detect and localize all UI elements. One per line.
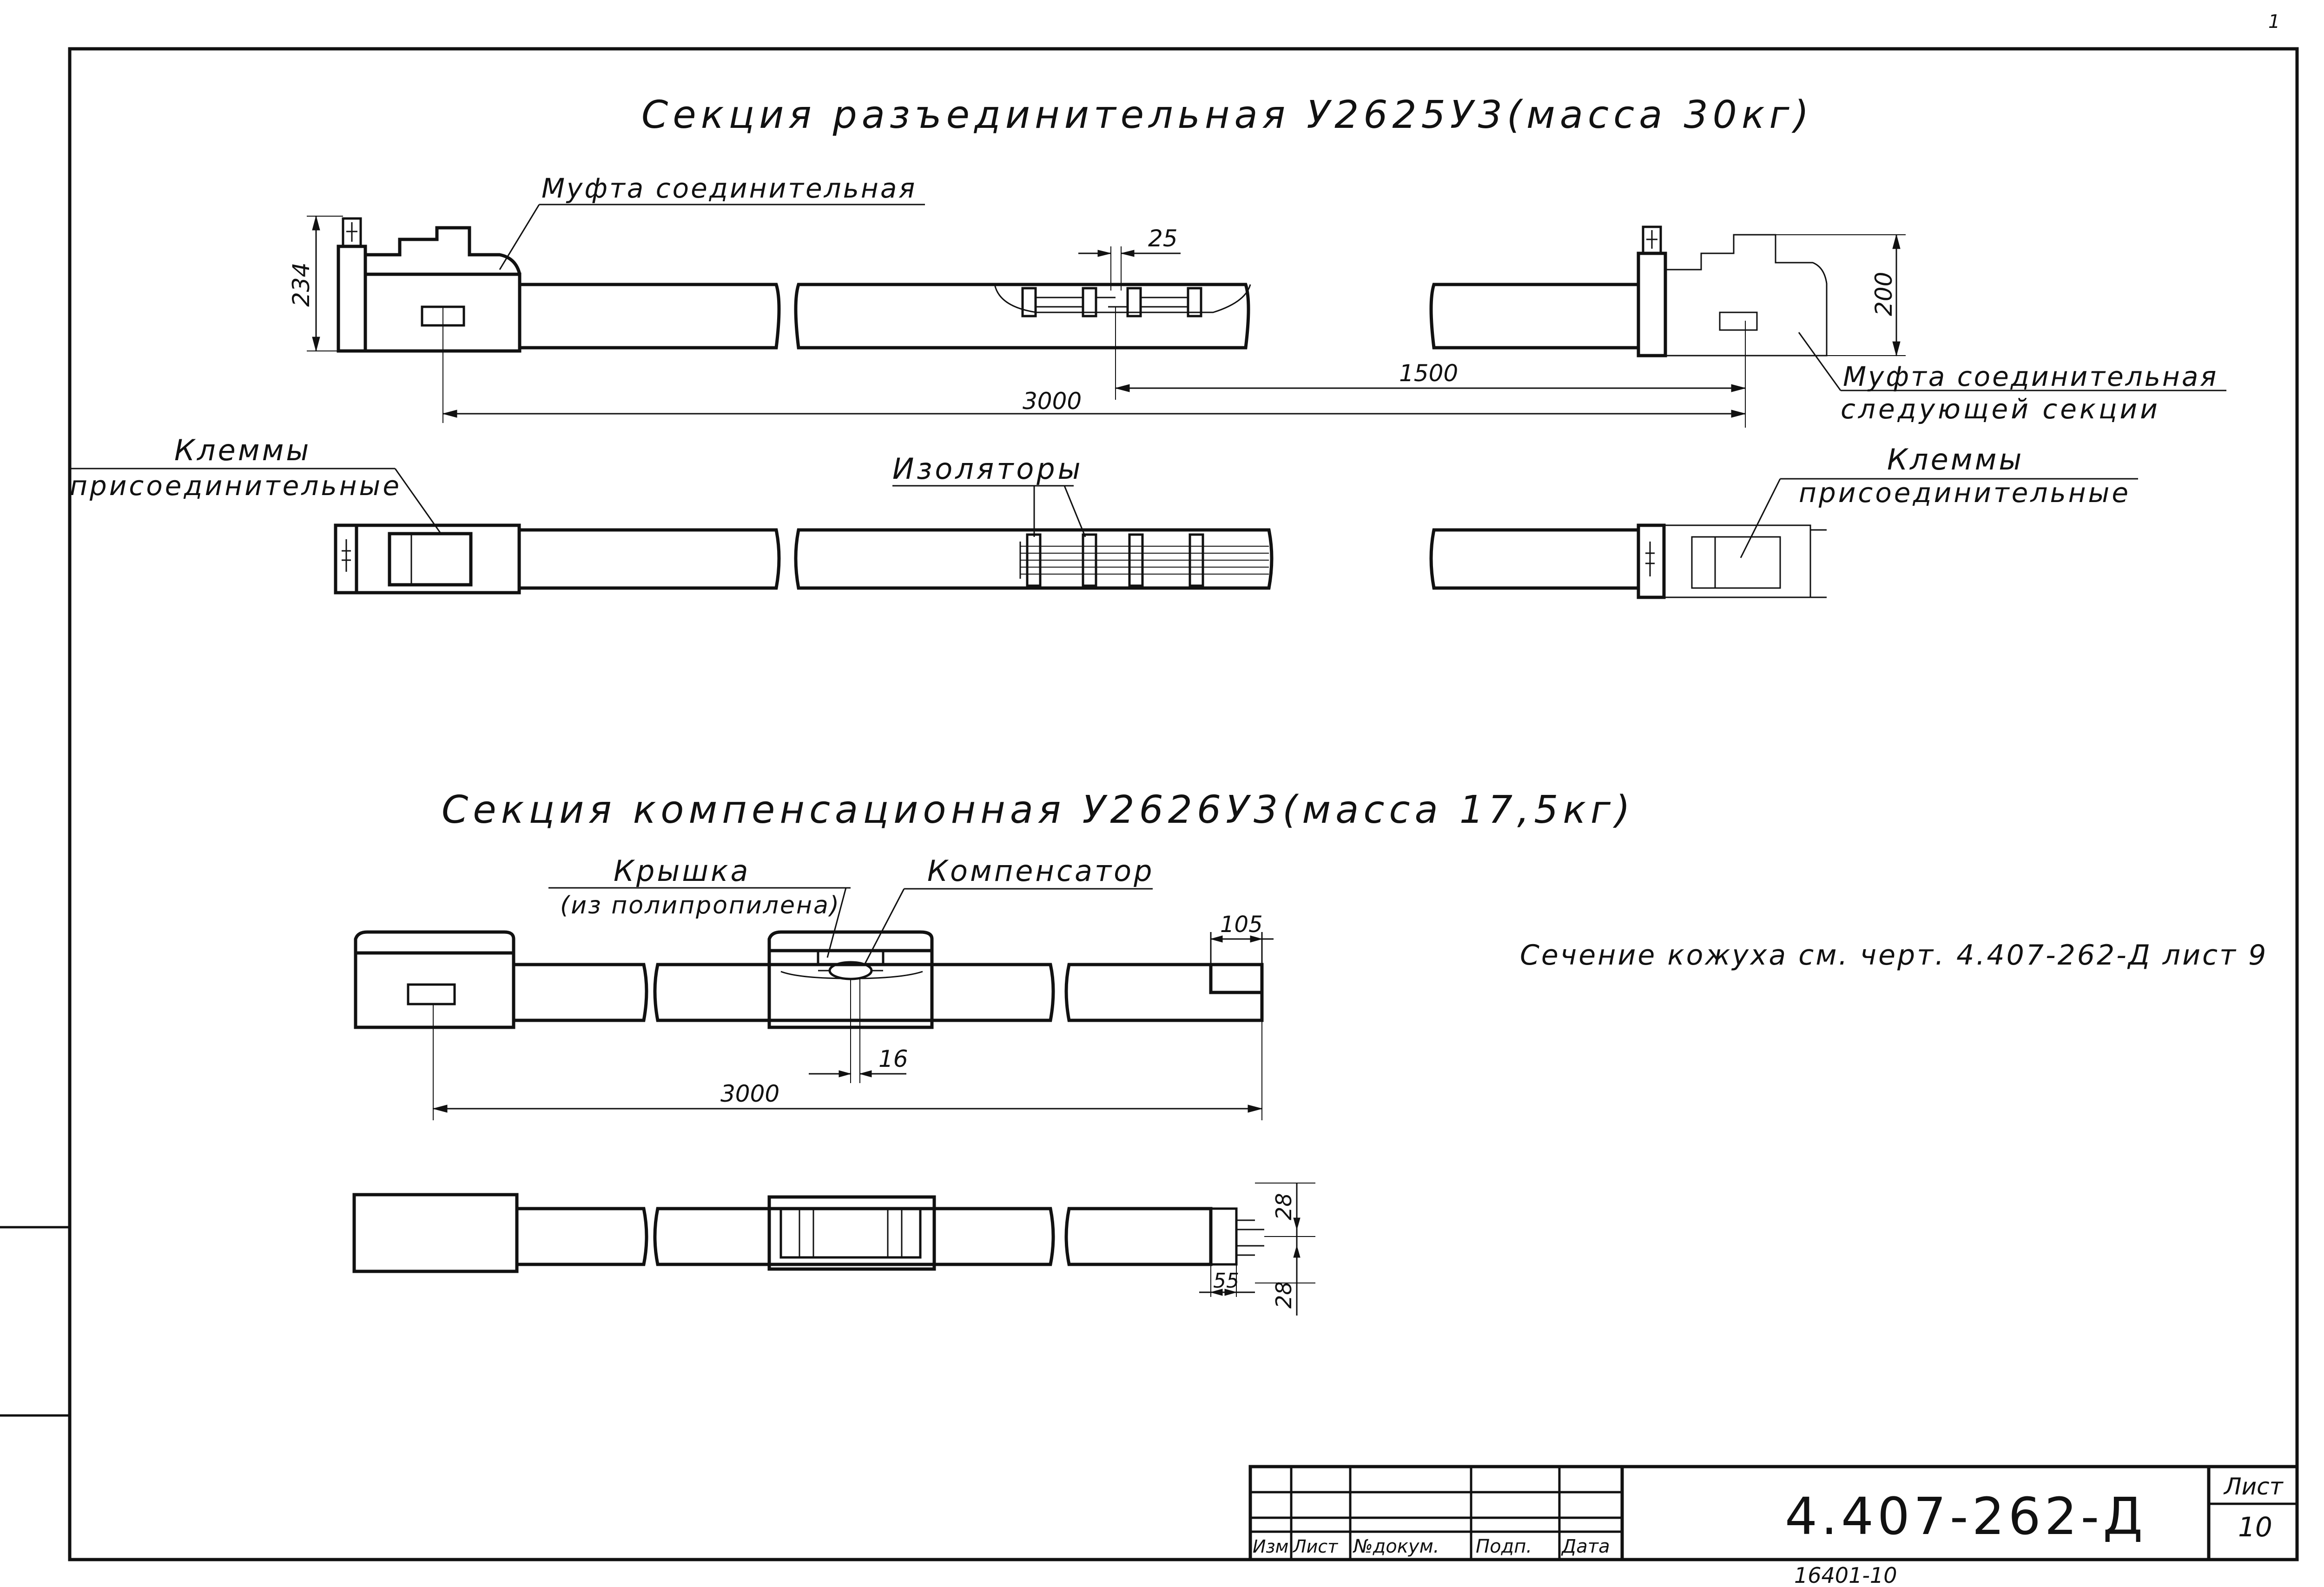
bottom-section-title: Секция компенсационная У2626У3(масса 17,… (442, 788, 1635, 832)
compensator-body (767, 930, 934, 1083)
top-plan-view (334, 523, 1827, 599)
dim-55: 55 (1213, 1269, 1239, 1293)
bottom-side-labels: Крышка (из полипропилена) Компенсатор (548, 854, 1154, 965)
designation: 4.407-262-Д (1785, 1487, 2146, 1546)
bottom-side-view: 105 (354, 912, 1274, 1083)
col-doc: №докум. (1353, 1536, 1439, 1557)
top-section: Секция разъединительная У2625У3(масса 30… (70, 93, 2226, 599)
terminals-right-label-2: присоединительные (1799, 477, 2131, 509)
sheet-label: Лист (2223, 1473, 2284, 1500)
terminals-left-label-1: Клеммы (174, 433, 311, 467)
insulators-plan (1019, 533, 1269, 587)
next-coupling-label-1: Муфта соединительная (1843, 361, 2218, 392)
title-block: Изм Лист №докум. Подп. Дата 4.407-262-Д … (1248, 1465, 2299, 1587)
col-izm: Изм (1253, 1536, 1288, 1557)
top-plan-labels: Клеммы присоединительные Изоляторы Клемм… (70, 433, 2138, 558)
sheet-frame: 1 (0, 11, 2299, 1561)
dim-28-top: 28 (1271, 1193, 1296, 1220)
col-list: Лист (1292, 1536, 1339, 1557)
corner-mark: 1 (2268, 11, 2280, 33)
dim-25: 25 (1148, 225, 1178, 252)
top-section-title: Секция разъединительная У2625У3(масса 30… (641, 93, 1813, 137)
dim-28-bottom: 28 (1271, 1281, 1296, 1309)
bottom-section: Секция компенсационная У2626У3(масса 17,… (352, 788, 1635, 1316)
terminals-right-label-1: Клеммы (1887, 443, 2024, 476)
dim-3000-top: 3000 (1023, 388, 1082, 415)
section-note: Сечение кожуха см. черт. 4.407-262-Д лис… (1520, 939, 2268, 972)
dim-234: 234 (288, 263, 315, 307)
top-side-view (337, 217, 1828, 357)
dim-3000-bottom: 3000 (720, 1080, 779, 1107)
sheet-number: 10 (2238, 1511, 2272, 1543)
top-dimensions: 234 25 200 1500 (288, 215, 1906, 428)
insulators-label: Изоляторы (892, 452, 1083, 486)
dim-16: 16 (878, 1045, 908, 1072)
dim-1500: 1500 (1399, 360, 1458, 387)
coupling-label: Муфта соединительная (541, 172, 917, 204)
bottom-plan-dimensions: 28 28 55 (1199, 1183, 1315, 1316)
next-coupling-label-2: следующей секции (1841, 393, 2160, 425)
col-sign: Подп. (1476, 1536, 1532, 1557)
cover-label-1: Крышка (614, 854, 751, 888)
top-labels: Муфта соединительная Муфта соединительна… (499, 172, 2226, 425)
insulators-side (1021, 287, 1202, 317)
compensator-label: Компенсатор (927, 854, 1154, 888)
archive-number: 16401-10 (1794, 1563, 1897, 1587)
cover-label-2: (из полипропилена) (560, 892, 840, 919)
bottom-plan-view (352, 1193, 1264, 1273)
col-date: Дата (1561, 1536, 1610, 1557)
dim-200: 200 (1870, 272, 1897, 316)
bottom-side-dimensions: 16 3000 (432, 1004, 1263, 1120)
terminals-left-label-2: присоединительные (70, 470, 402, 502)
dim-105: 105 (1220, 912, 1263, 938)
